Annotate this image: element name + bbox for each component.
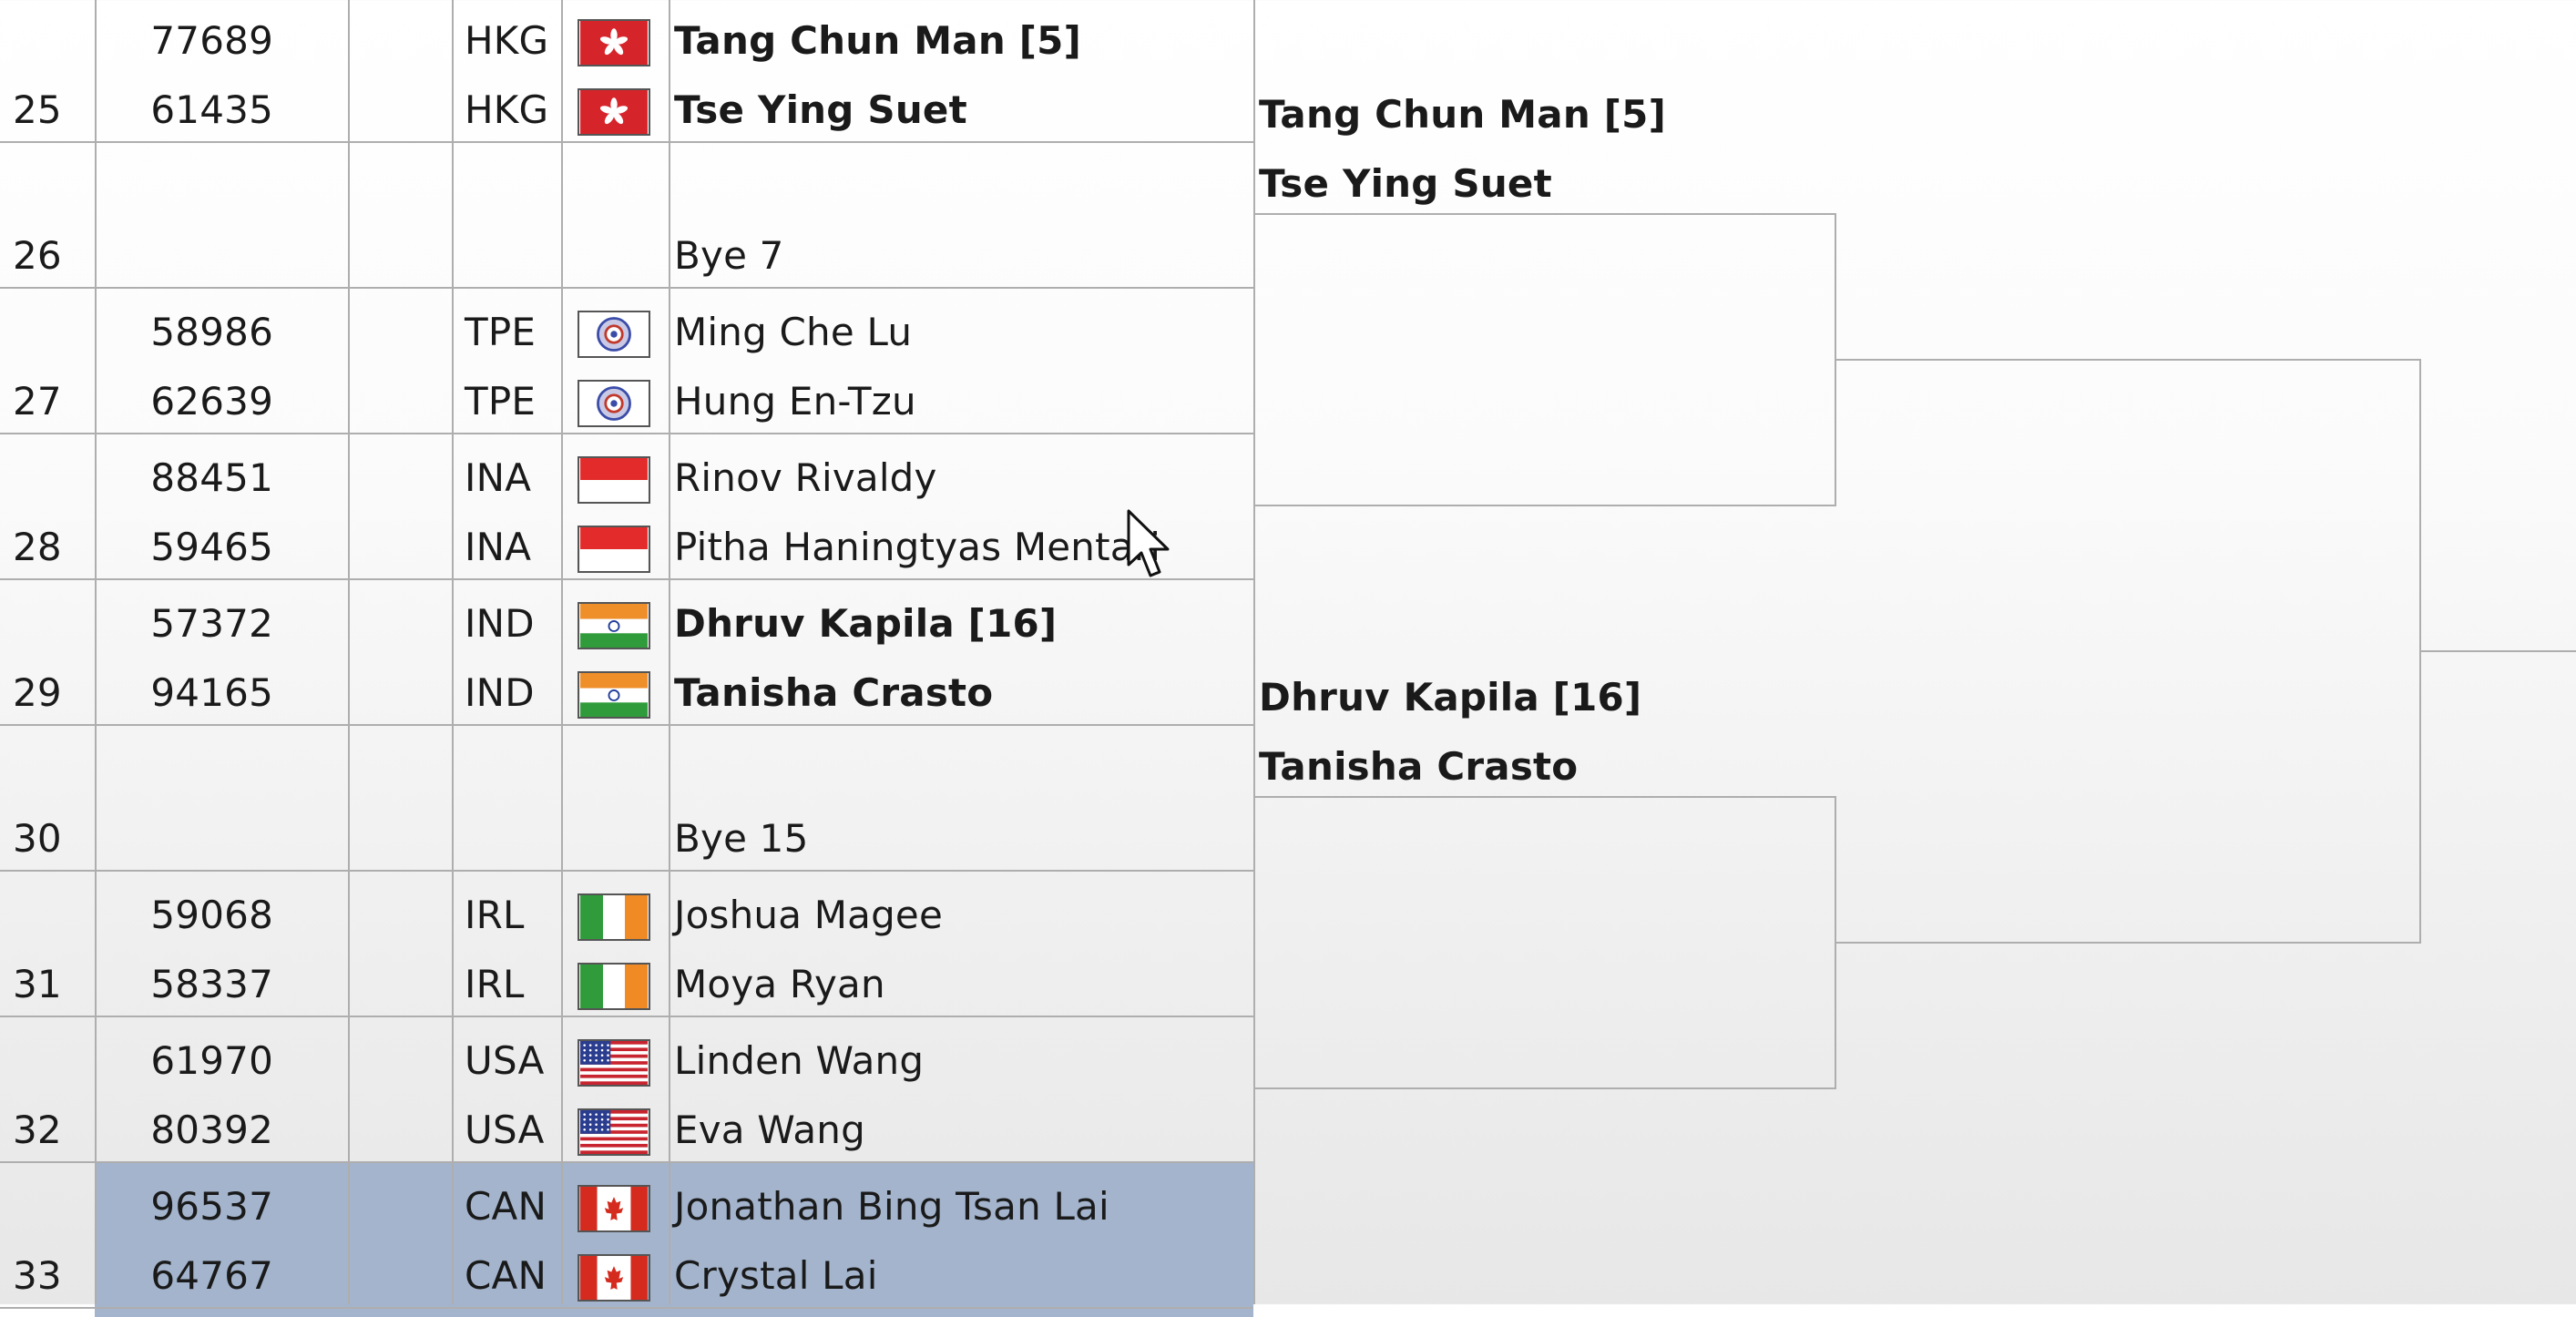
player-id: 57372 — [150, 601, 273, 646]
bracket-line — [1253, 1087, 1835, 1089]
player-name[interactable]: Joshua Magee — [674, 893, 944, 937]
irl-flag-icon — [578, 963, 650, 1010]
player-name[interactable]: Eva Wang — [674, 1108, 865, 1152]
draw-number: 33 — [13, 1253, 62, 1298]
player-name[interactable]: Pitha Haningtyas Mentari — [674, 525, 1161, 569]
usa-flag-icon — [578, 1108, 650, 1156]
table-column-line — [348, 0, 350, 1304]
country-code: USA — [465, 1108, 545, 1152]
table-row-separator — [0, 1307, 1253, 1309]
player-name[interactable]: Dhruv Kapila [16] — [674, 601, 1058, 646]
player-id: 61970 — [150, 1038, 273, 1083]
draw-number: 29 — [13, 670, 62, 715]
table-row-separator — [0, 1016, 1253, 1017]
player-name[interactable]: Rinov Rivaldy — [674, 455, 937, 500]
player-id: 80392 — [150, 1108, 273, 1152]
draw-number: 26 — [13, 233, 62, 278]
country-code: USA — [465, 1038, 545, 1083]
player-id: 94165 — [150, 670, 273, 715]
bye-slot: Bye 7 — [674, 233, 784, 278]
draw-number: 25 — [13, 87, 62, 132]
table-column-line — [95, 0, 97, 1304]
player-id: 61435 — [150, 87, 273, 132]
tpe-flag-icon — [578, 311, 650, 358]
ina-flag-icon — [578, 456, 650, 504]
bracket-line — [1253, 505, 1835, 506]
player-id: 62639 — [150, 379, 273, 424]
round2-player-name[interactable]: Dhruv Kapila [16] — [1259, 675, 1642, 720]
player-name[interactable]: Linden Wang — [674, 1038, 925, 1083]
player-name[interactable]: Jonathan Bing Tsan Lai — [674, 1184, 1109, 1229]
table-column-line — [669, 0, 670, 1304]
table-row-separator — [0, 433, 1253, 434]
can-flag-icon — [578, 1254, 650, 1302]
player-name[interactable]: Tse Ying Suet — [674, 87, 967, 132]
player-id: 58337 — [150, 962, 273, 1006]
ind-flag-icon — [578, 602, 650, 649]
country-code: CAN — [465, 1253, 547, 1298]
bracket-line — [1835, 942, 2419, 944]
player-name[interactable]: Moya Ryan — [674, 962, 885, 1006]
table-row-separator — [0, 141, 1253, 143]
country-code: INA — [465, 455, 532, 500]
usa-flag-icon — [578, 1039, 650, 1087]
bracket-line — [2419, 650, 2576, 652]
bracket-line — [1835, 359, 2419, 361]
player-name[interactable]: Ming Che Lu — [674, 310, 913, 354]
selected-row-highlight — [95, 1162, 1253, 1317]
country-code: TPE — [465, 310, 537, 354]
country-code: IRL — [465, 962, 525, 1006]
country-code: TPE — [465, 379, 537, 424]
table-row-separator — [0, 870, 1253, 872]
player-id: 59068 — [150, 893, 273, 937]
tpe-flag-icon — [578, 380, 650, 427]
country-code: IND — [465, 670, 535, 715]
draw-number: 32 — [13, 1108, 62, 1152]
country-code: CAN — [465, 1184, 547, 1229]
bracket-line — [1253, 796, 1835, 798]
round2-player-name[interactable]: Tang Chun Man [5] — [1259, 92, 1666, 137]
ina-flag-icon — [578, 526, 650, 573]
draw-number: 31 — [13, 962, 62, 1006]
bye-slot: Bye 15 — [674, 816, 809, 861]
table-column-line — [1253, 0, 1255, 1304]
player-name[interactable]: Tanisha Crasto — [674, 670, 994, 715]
table-column-line — [561, 0, 563, 1304]
country-code: HKG — [465, 18, 549, 63]
player-id: 64767 — [150, 1253, 273, 1298]
draw-number: 27 — [13, 379, 62, 424]
table-column-line — [452, 0, 454, 1304]
player-name[interactable]: Crystal Lai — [674, 1253, 878, 1298]
can-flag-icon — [578, 1185, 650, 1232]
round2-player-name[interactable]: Tanisha Crasto — [1259, 744, 1579, 789]
hkg-flag-icon — [578, 19, 650, 66]
player-id: 88451 — [150, 455, 273, 500]
country-code: HKG — [465, 87, 549, 132]
ind-flag-icon — [578, 671, 650, 719]
table-row-separator — [0, 1161, 1253, 1163]
bracket-line — [1253, 213, 1835, 215]
table-row-separator — [0, 287, 1253, 289]
table-row-separator — [0, 578, 1253, 580]
country-code: INA — [465, 525, 532, 569]
country-code: IRL — [465, 893, 525, 937]
player-id: 58986 — [150, 310, 273, 354]
hkg-flag-icon — [578, 88, 650, 136]
country-code: IND — [465, 601, 535, 646]
player-id: 77689 — [150, 18, 273, 63]
mouse-pointer-icon — [1127, 509, 1170, 577]
table-row-separator — [0, 724, 1253, 726]
draw-number: 28 — [13, 525, 62, 569]
player-id: 59465 — [150, 525, 273, 569]
player-name[interactable]: Hung En-Tzu — [674, 379, 916, 424]
player-name[interactable]: Tang Chun Man [5] — [674, 18, 1081, 63]
draw-number: 30 — [13, 816, 62, 861]
irl-flag-icon — [578, 893, 650, 941]
player-id: 96537 — [150, 1184, 273, 1229]
round2-player-name[interactable]: Tse Ying Suet — [1259, 161, 1552, 206]
